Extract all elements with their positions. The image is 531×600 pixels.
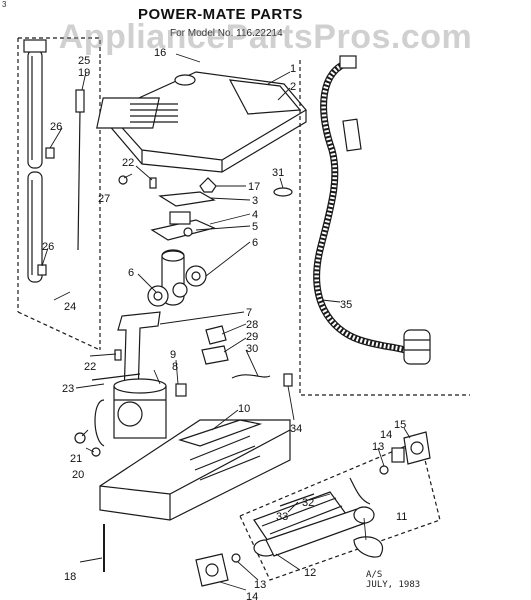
callout-7: 7 — [246, 307, 252, 319]
bail-7 — [117, 311, 161, 399]
callout-16: 16 — [154, 47, 166, 59]
callout-13a: 13 — [372, 441, 384, 453]
callout-13b: 13 — [254, 579, 266, 591]
callout-18: 18 — [64, 571, 76, 583]
clip-28-29 — [201, 325, 229, 365]
callout-10: 10 — [238, 403, 250, 415]
diagram-title: POWER-MATE PARTS — [138, 6, 303, 23]
motor-unit — [94, 378, 187, 447]
initials: A/S — [366, 570, 383, 580]
wand-tube-upper — [23, 39, 47, 169]
callout-5: 5 — [252, 221, 258, 233]
callout-11: 11 — [396, 511, 407, 523]
callout-31: 31 — [272, 167, 284, 179]
bracket-stack — [150, 191, 216, 241]
screw-22-upper — [149, 177, 157, 189]
hood-cover — [96, 71, 307, 173]
callouts: 1 2 3 4 5 6 6 7 8 9 10 11 12 13 13 14 14… — [42, 47, 407, 600]
wire-30 — [231, 374, 271, 379]
end-cap-15 — [391, 431, 431, 465]
callout-27: 27 — [98, 193, 110, 205]
callout-12: 12 — [304, 567, 316, 579]
callout-29: 29 — [246, 331, 258, 343]
callout-35: 35 — [340, 299, 352, 311]
callout-6a: 6 — [252, 237, 258, 249]
wand-clip-upper — [45, 147, 55, 159]
hose-box — [299, 60, 470, 396]
belt-32 — [349, 477, 371, 505]
callout-14b: 14 — [246, 591, 258, 600]
callout-19: 19 — [78, 67, 90, 79]
wand-clip-lower — [37, 264, 47, 276]
end-cap-14 — [195, 553, 229, 587]
fan-assembly — [147, 249, 207, 307]
callout-15: 15 — [394, 419, 406, 431]
callout-26a: 26 — [50, 121, 62, 133]
callout-21: 21 — [70, 453, 82, 465]
base-housing — [99, 419, 291, 521]
bolt-20 — [91, 447, 101, 457]
callout-14a: 14 — [380, 429, 392, 441]
callout-34: 34 — [290, 423, 302, 435]
callout-25: 25 — [78, 55, 90, 67]
callout-22b: 22 — [84, 361, 96, 373]
callout-1: 1 — [290, 63, 296, 75]
part-31 — [273, 187, 293, 197]
washer-13-left — [231, 553, 241, 563]
callout-24: 24 — [64, 301, 76, 313]
washer-13-right — [379, 465, 389, 475]
callout-8: 8 — [172, 361, 178, 373]
callout-2: 2 — [290, 81, 296, 93]
foot-11 — [353, 536, 383, 558]
callout-6b: 6 — [128, 267, 134, 279]
callout-30: 30 — [246, 343, 258, 355]
knob-17 — [199, 177, 217, 193]
callout-9: 9 — [170, 349, 176, 361]
callout-23: 23 — [62, 383, 74, 395]
callout-4: 4 — [252, 209, 258, 221]
callout-33: 33 — [276, 511, 288, 523]
wand-box — [17, 37, 101, 351]
callout-17: 17 — [248, 181, 260, 193]
callout-20: 20 — [72, 469, 84, 481]
rod-33 — [279, 493, 315, 507]
callout-28: 28 — [246, 319, 258, 331]
wand-wire — [75, 89, 85, 251]
corner-mark: 3 — [2, 0, 7, 9]
leader-lines — [41, 53, 411, 591]
wand-tube-lower — [27, 171, 43, 283]
model-number: For Model No. 116.22214 — [170, 28, 283, 39]
sign-off: A/S JULY, 1983 — [366, 570, 420, 590]
callout-22a: 22 — [122, 157, 134, 169]
hose — [313, 55, 431, 365]
shaft-23 — [91, 373, 141, 381]
date-stamp: JULY, 1983 — [366, 580, 421, 590]
screw-22-lower — [114, 349, 122, 361]
callout-32: 32 — [302, 497, 314, 509]
callout-26b: 26 — [42, 241, 54, 253]
part-34 — [283, 373, 293, 387]
agitator-12 — [253, 506, 375, 557]
callout-3: 3 — [252, 195, 258, 207]
